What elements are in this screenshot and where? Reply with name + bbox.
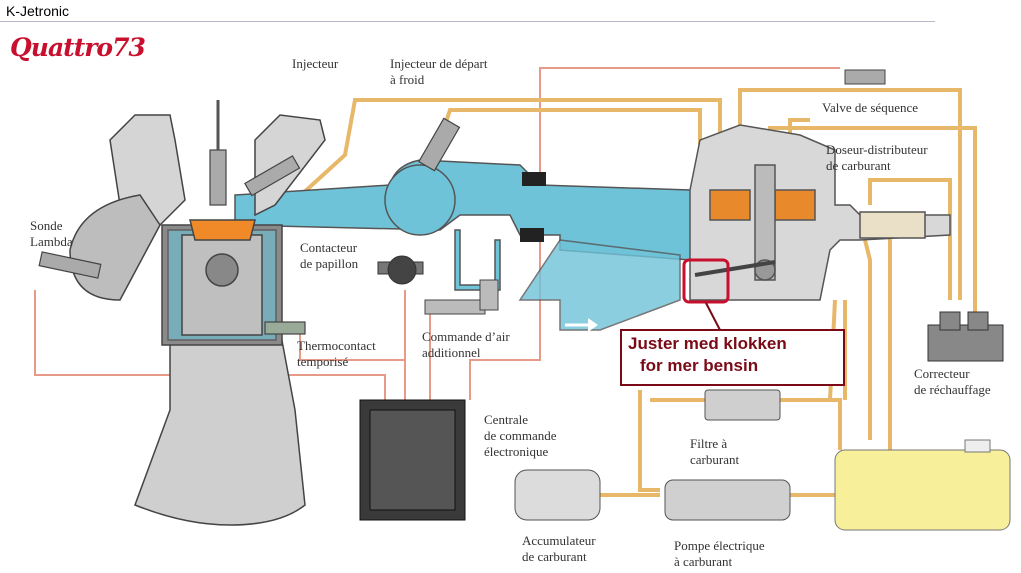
label-injecteur: Injecteur (292, 56, 339, 71)
ecu-unit (359, 399, 466, 521)
adjustment-callout: Juster med klokken for mer bensin (620, 329, 845, 386)
adjust-screw-highlight (682, 258, 730, 304)
throttle-switch (377, 255, 424, 285)
callout-line-2: for mer bensin (640, 356, 759, 375)
label-valve-sequence: Valve de séquence (822, 100, 919, 115)
sensors-injectors (38, 100, 461, 335)
sequence-valve (844, 69, 886, 85)
callout-leader (705, 302, 721, 331)
header-divider (0, 21, 935, 22)
fuel-accumulator (514, 469, 601, 521)
warm-up-regulator (927, 311, 1004, 362)
callout-line-1: Juster med klokken (628, 334, 787, 353)
page-title: K-Jetronic (6, 3, 70, 19)
fuel-filter (704, 389, 781, 421)
auxiliary-air-valve (424, 279, 499, 315)
fuel-distributor (689, 124, 951, 301)
fuel-pump (664, 479, 791, 521)
quattro73-logo: Quattro73 (10, 33, 146, 62)
bellows (520, 172, 546, 242)
air-intake (234, 159, 706, 332)
fuel-tank (834, 439, 1011, 531)
engine-block (69, 114, 326, 526)
